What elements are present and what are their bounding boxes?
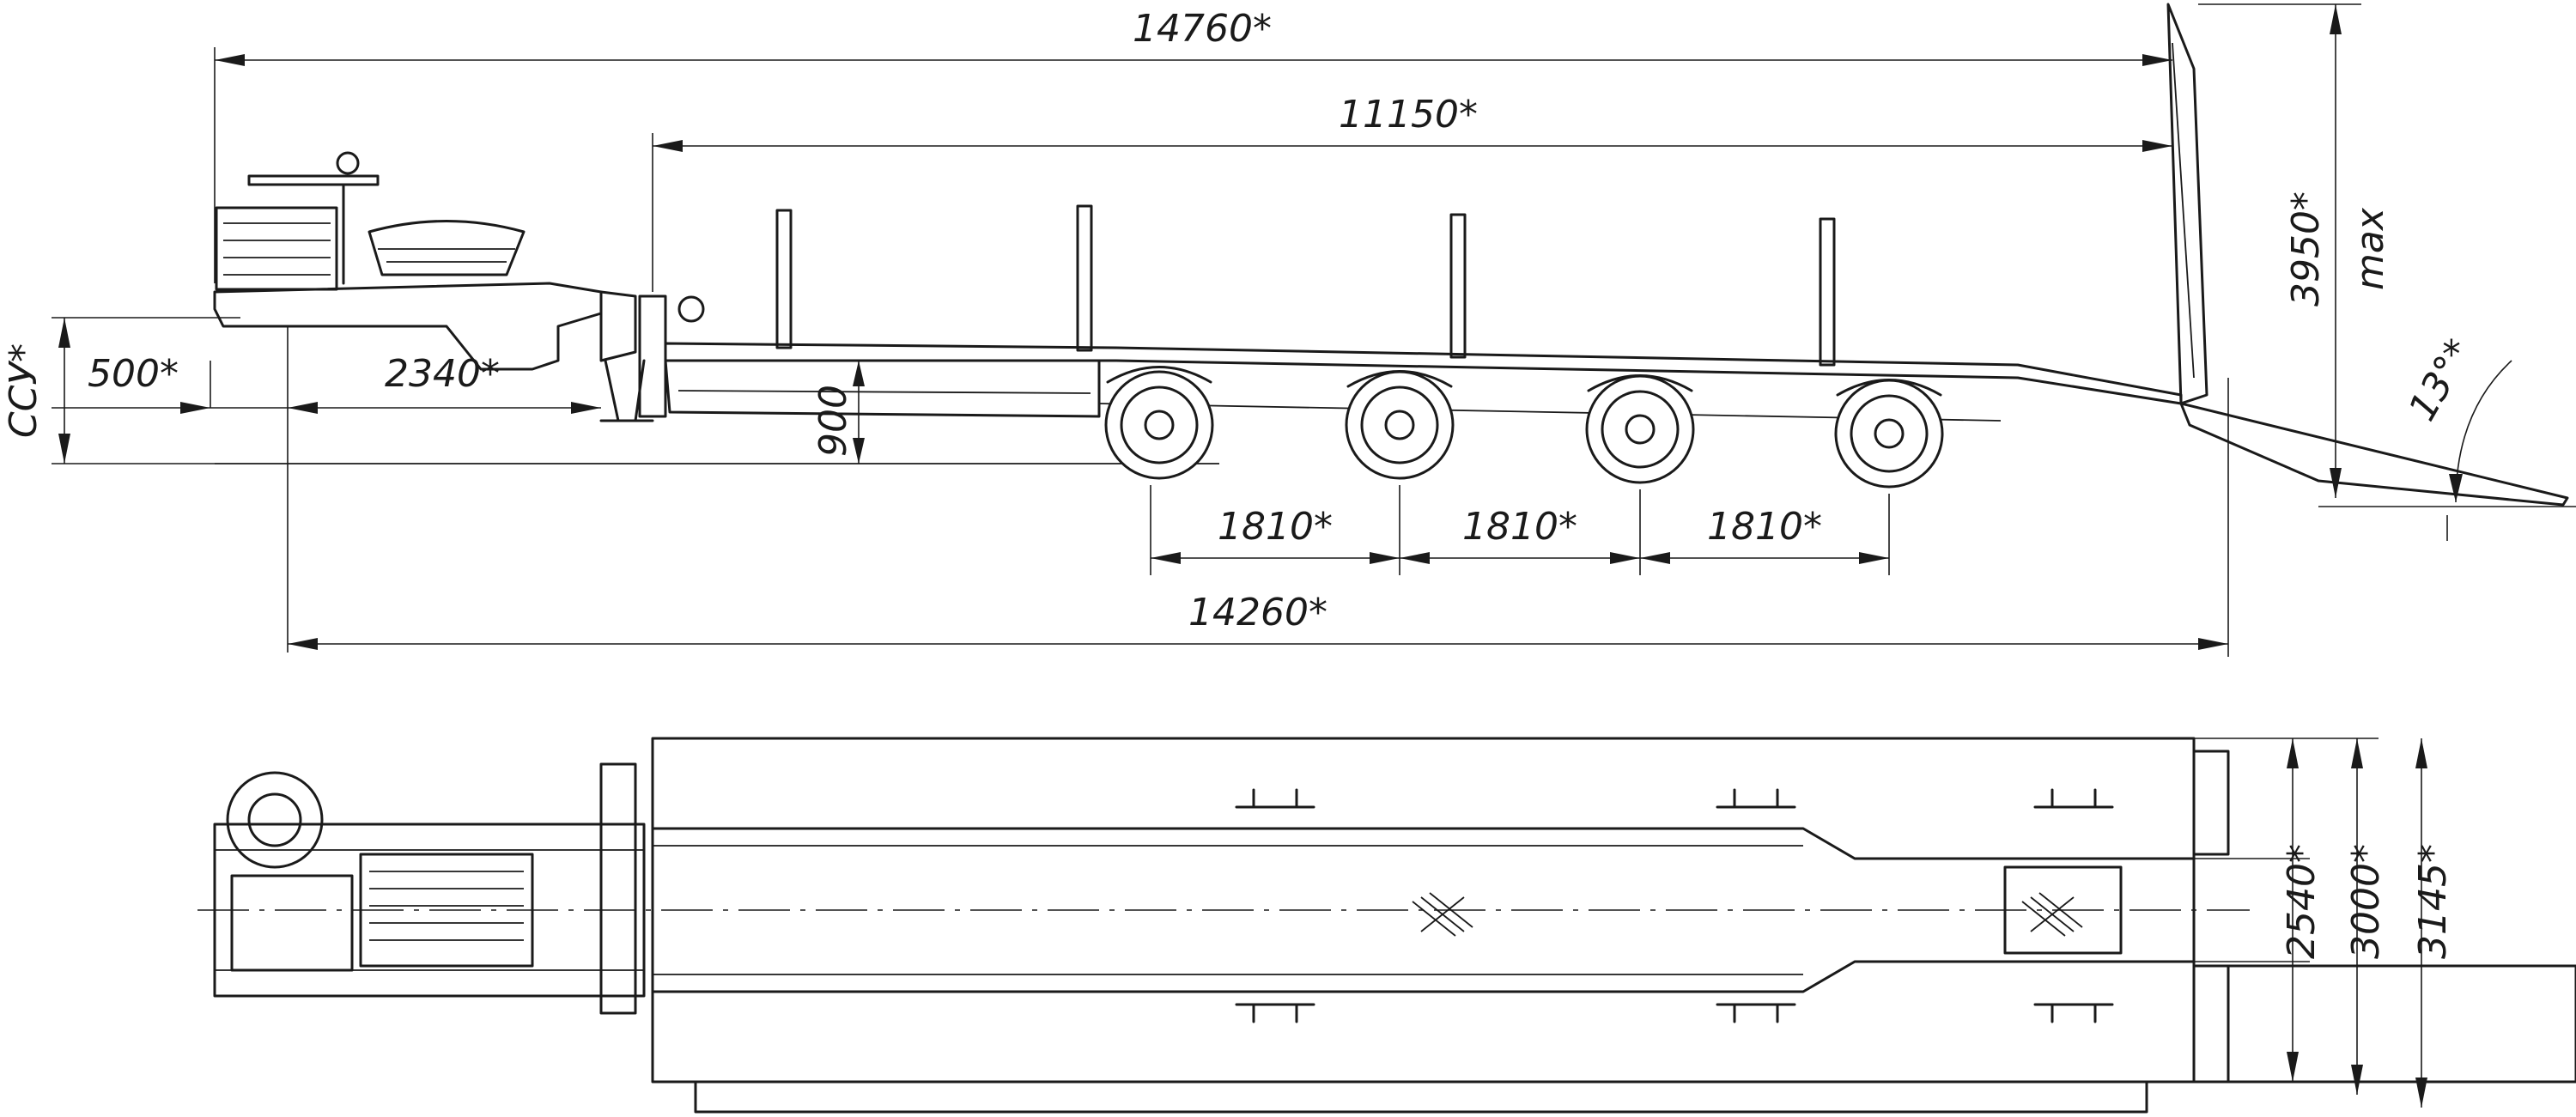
dim-overall-length: 14760*	[1133, 7, 1272, 51]
lashing-ring-2	[1716, 788, 1796, 809]
axle-4	[1834, 379, 1944, 489]
dim-kingpin-offset: 500*	[88, 352, 179, 396]
dim-width-platform: 3000*	[2344, 844, 2388, 959]
dim-width-ramps: 3145*	[2411, 844, 2455, 959]
axle-1	[1104, 370, 1214, 480]
valve-icon	[677, 295, 705, 323]
gooseneck-frame	[213, 282, 603, 371]
neck-upright	[638, 294, 667, 418]
lashing-ring-4	[1235, 1003, 1315, 1023]
dim-kingpin-to-rear: 14260*	[1188, 591, 1327, 634]
landing-gear	[604, 359, 646, 422]
cg-mark-1	[1412, 892, 1473, 937]
inner-rail-upper	[651, 827, 2196, 860]
lashing-ring-6	[2033, 1003, 2114, 1023]
neck-joint	[599, 290, 637, 362]
lashing-ring-1	[1235, 788, 1315, 809]
stake-4	[1819, 217, 1836, 367]
winch-bar	[247, 174, 380, 186]
dim-ramp-height: 3950*	[2284, 191, 2328, 307]
neck-crossbeam	[599, 762, 637, 1015]
spare-wheel	[215, 206, 338, 291]
dim-platform-length: 11150*	[1339, 93, 1478, 137]
dim-ramp-height-note: max	[2348, 207, 2392, 290]
rear-ramp-raised	[2166, 3, 2208, 405]
dim-axle-spacing-3: 1810*	[1707, 505, 1822, 549]
deck-side-rail	[664, 359, 1101, 418]
dim-width-inner: 2540*	[2280, 844, 2324, 959]
spare-wheel-top	[226, 771, 324, 869]
dim-fifth-wheel-height: ССУ*	[2, 343, 46, 438]
dim-axle-spacing-2: 1810*	[1462, 505, 1577, 549]
lashing-ring-3	[2033, 788, 2114, 809]
dim-front-overhang: 2340*	[385, 352, 500, 396]
axle-2	[1345, 370, 1455, 480]
top-dimensions: 2540* 3000* 3145*	[2194, 738, 2455, 1108]
winch-top	[230, 874, 354, 972]
cg-mark-2	[2021, 892, 2083, 937]
stake-3	[1449, 213, 1467, 359]
rear-ramp-lowered	[2179, 402, 2569, 507]
toolbox	[368, 220, 526, 276]
inner-rail-lower	[651, 960, 2196, 993]
stake-2	[1076, 204, 1093, 352]
rear-ramp-right-top	[2192, 964, 2230, 1084]
ramp-extension-top	[2192, 964, 2576, 1084]
side-view	[213, 3, 2569, 507]
lashing-ring-5	[1716, 1003, 1796, 1023]
dim-deck-height: 900	[811, 385, 855, 457]
axle-3	[1585, 374, 1695, 484]
rear-ramp-left-top	[2192, 750, 2230, 856]
side-skirt	[694, 1080, 2148, 1114]
dim-ramp-angle: 13°*	[2400, 332, 2481, 428]
top-view	[197, 737, 2576, 1114]
side-dimensions: 14760* 11150* 500* 2340* ССУ* 900	[2, 3, 2576, 657]
stake-1	[775, 209, 793, 349]
handwheel-icon	[336, 151, 360, 175]
dim-axle-spacing-1: 1810*	[1218, 505, 1333, 549]
